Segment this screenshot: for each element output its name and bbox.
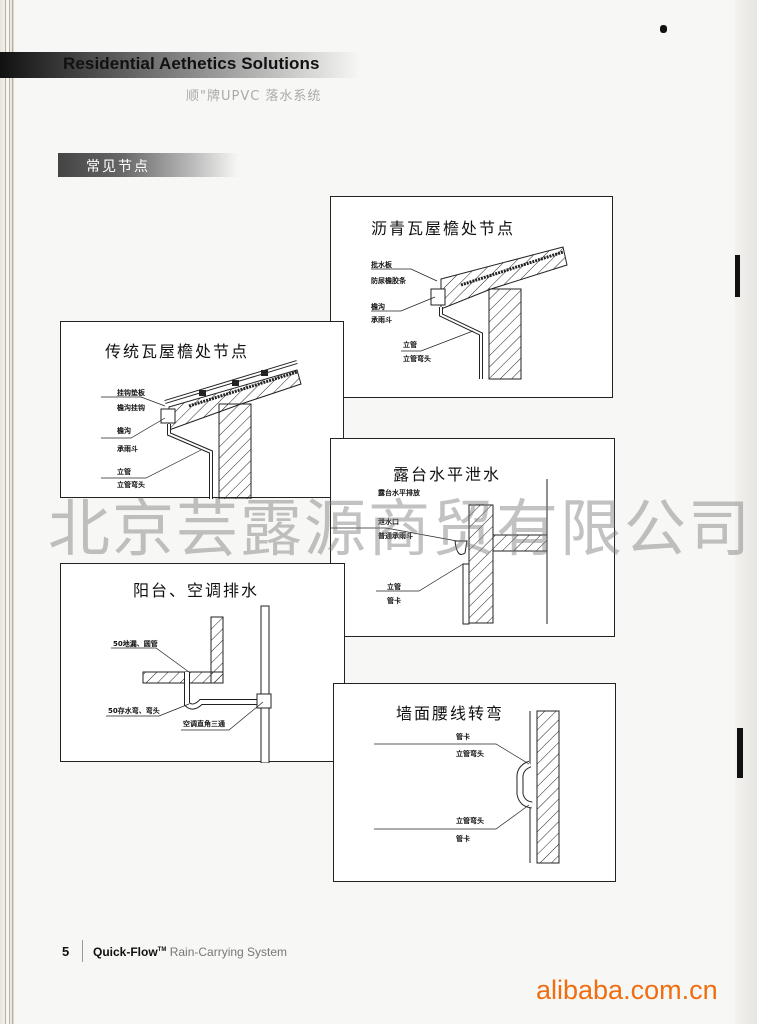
binding-edge xyxy=(0,0,14,1024)
brand-name: Quick-Flow xyxy=(93,945,158,959)
label: 檐沟挂钩 xyxy=(117,404,145,412)
panel-asphalt-eave: 沥青瓦屋檐处节点 批水板 防尿檐胶条 檐沟 承雨斗 立管 立管弯头 xyxy=(330,196,613,398)
label: 管卡 xyxy=(456,733,470,741)
section-title: 常见节点 xyxy=(86,159,150,175)
label: 管卡 xyxy=(456,835,470,843)
trademark: TM xyxy=(157,947,167,953)
scan-mark xyxy=(737,728,743,778)
label: 挂钩垫板 xyxy=(117,389,145,397)
label: 檐沟 xyxy=(117,427,131,435)
asphalt-eave-diagram xyxy=(371,246,568,380)
header-subtitle: 顺"牌UPVC 落水系统 xyxy=(186,89,322,104)
label: 立管 xyxy=(117,468,131,476)
panel-balcony-ac-drain: 阳台、空调排水 50地漏、圆管 50存水弯、弯头 空调直角三通 xyxy=(60,563,345,763)
wall-bend-diagram xyxy=(374,710,560,864)
label: 露台水平排放 xyxy=(378,489,420,497)
label: 立管弯头 xyxy=(403,355,431,363)
scan-mark xyxy=(735,255,740,297)
label: 承雨斗 xyxy=(371,316,392,324)
label: 立管弯头 xyxy=(456,750,484,758)
label: 承雨斗 xyxy=(117,445,138,453)
panel-title: 墙面腰线转弯 xyxy=(396,704,505,723)
terrace-drain-diagram xyxy=(331,479,548,625)
panel-title: 传统瓦屋檐处节点 xyxy=(105,342,250,361)
panel-terrace-drain: 露台水平泄水 露台水平排放 泄水口 普通承雨斗 立管 管卡 xyxy=(330,438,615,637)
label: 50地漏、圆管 xyxy=(113,640,158,648)
traditional-eave-diagram xyxy=(101,360,302,499)
footer-divider xyxy=(82,940,83,962)
section-band xyxy=(58,153,238,177)
panel-title: 阳台、空调排水 xyxy=(133,581,260,600)
label: 空调直角三通 xyxy=(183,720,225,728)
label: 50存水弯、弯头 xyxy=(108,707,160,715)
header-title: Residential Aethetics Solutions xyxy=(63,54,320,73)
panel-title: 沥青瓦屋檐处节点 xyxy=(371,219,516,238)
label: 批水板 xyxy=(371,261,392,269)
label: 立管弯头 xyxy=(456,817,484,825)
page-number: 5 xyxy=(62,944,70,959)
scan-mark xyxy=(660,25,667,33)
label: 普通承雨斗 xyxy=(378,532,413,540)
label: 檐沟 xyxy=(371,303,385,311)
label: 泄水口 xyxy=(378,518,399,526)
footer-tagline: Rain-Carrying System xyxy=(169,945,288,959)
label: 立管 xyxy=(403,341,417,349)
header-band xyxy=(0,52,360,78)
page-edge xyxy=(735,0,757,1024)
label: 管卡 xyxy=(387,597,401,605)
panel-title: 露台水平泄水 xyxy=(393,465,502,484)
site-watermark: alibaba.com.cn xyxy=(536,975,718,1005)
label: 防尿檐胶条 xyxy=(371,277,406,285)
label: 立管 xyxy=(387,583,401,591)
balcony-ac-drain-diagram xyxy=(106,605,272,763)
label: 立管弯头 xyxy=(117,481,145,489)
panel-wall-waistline-bend: 墙面腰线转弯 管卡 立管弯头 立管弯头 管卡 xyxy=(333,683,616,882)
panel-traditional-eave: 传统瓦屋檐处节点 挂钩垫板 檐沟挂钩 檐沟 承雨斗 立管 立管弯头 xyxy=(60,321,344,499)
footer-brand: Quick-FlowTM Rain-Carrying System xyxy=(93,945,287,959)
